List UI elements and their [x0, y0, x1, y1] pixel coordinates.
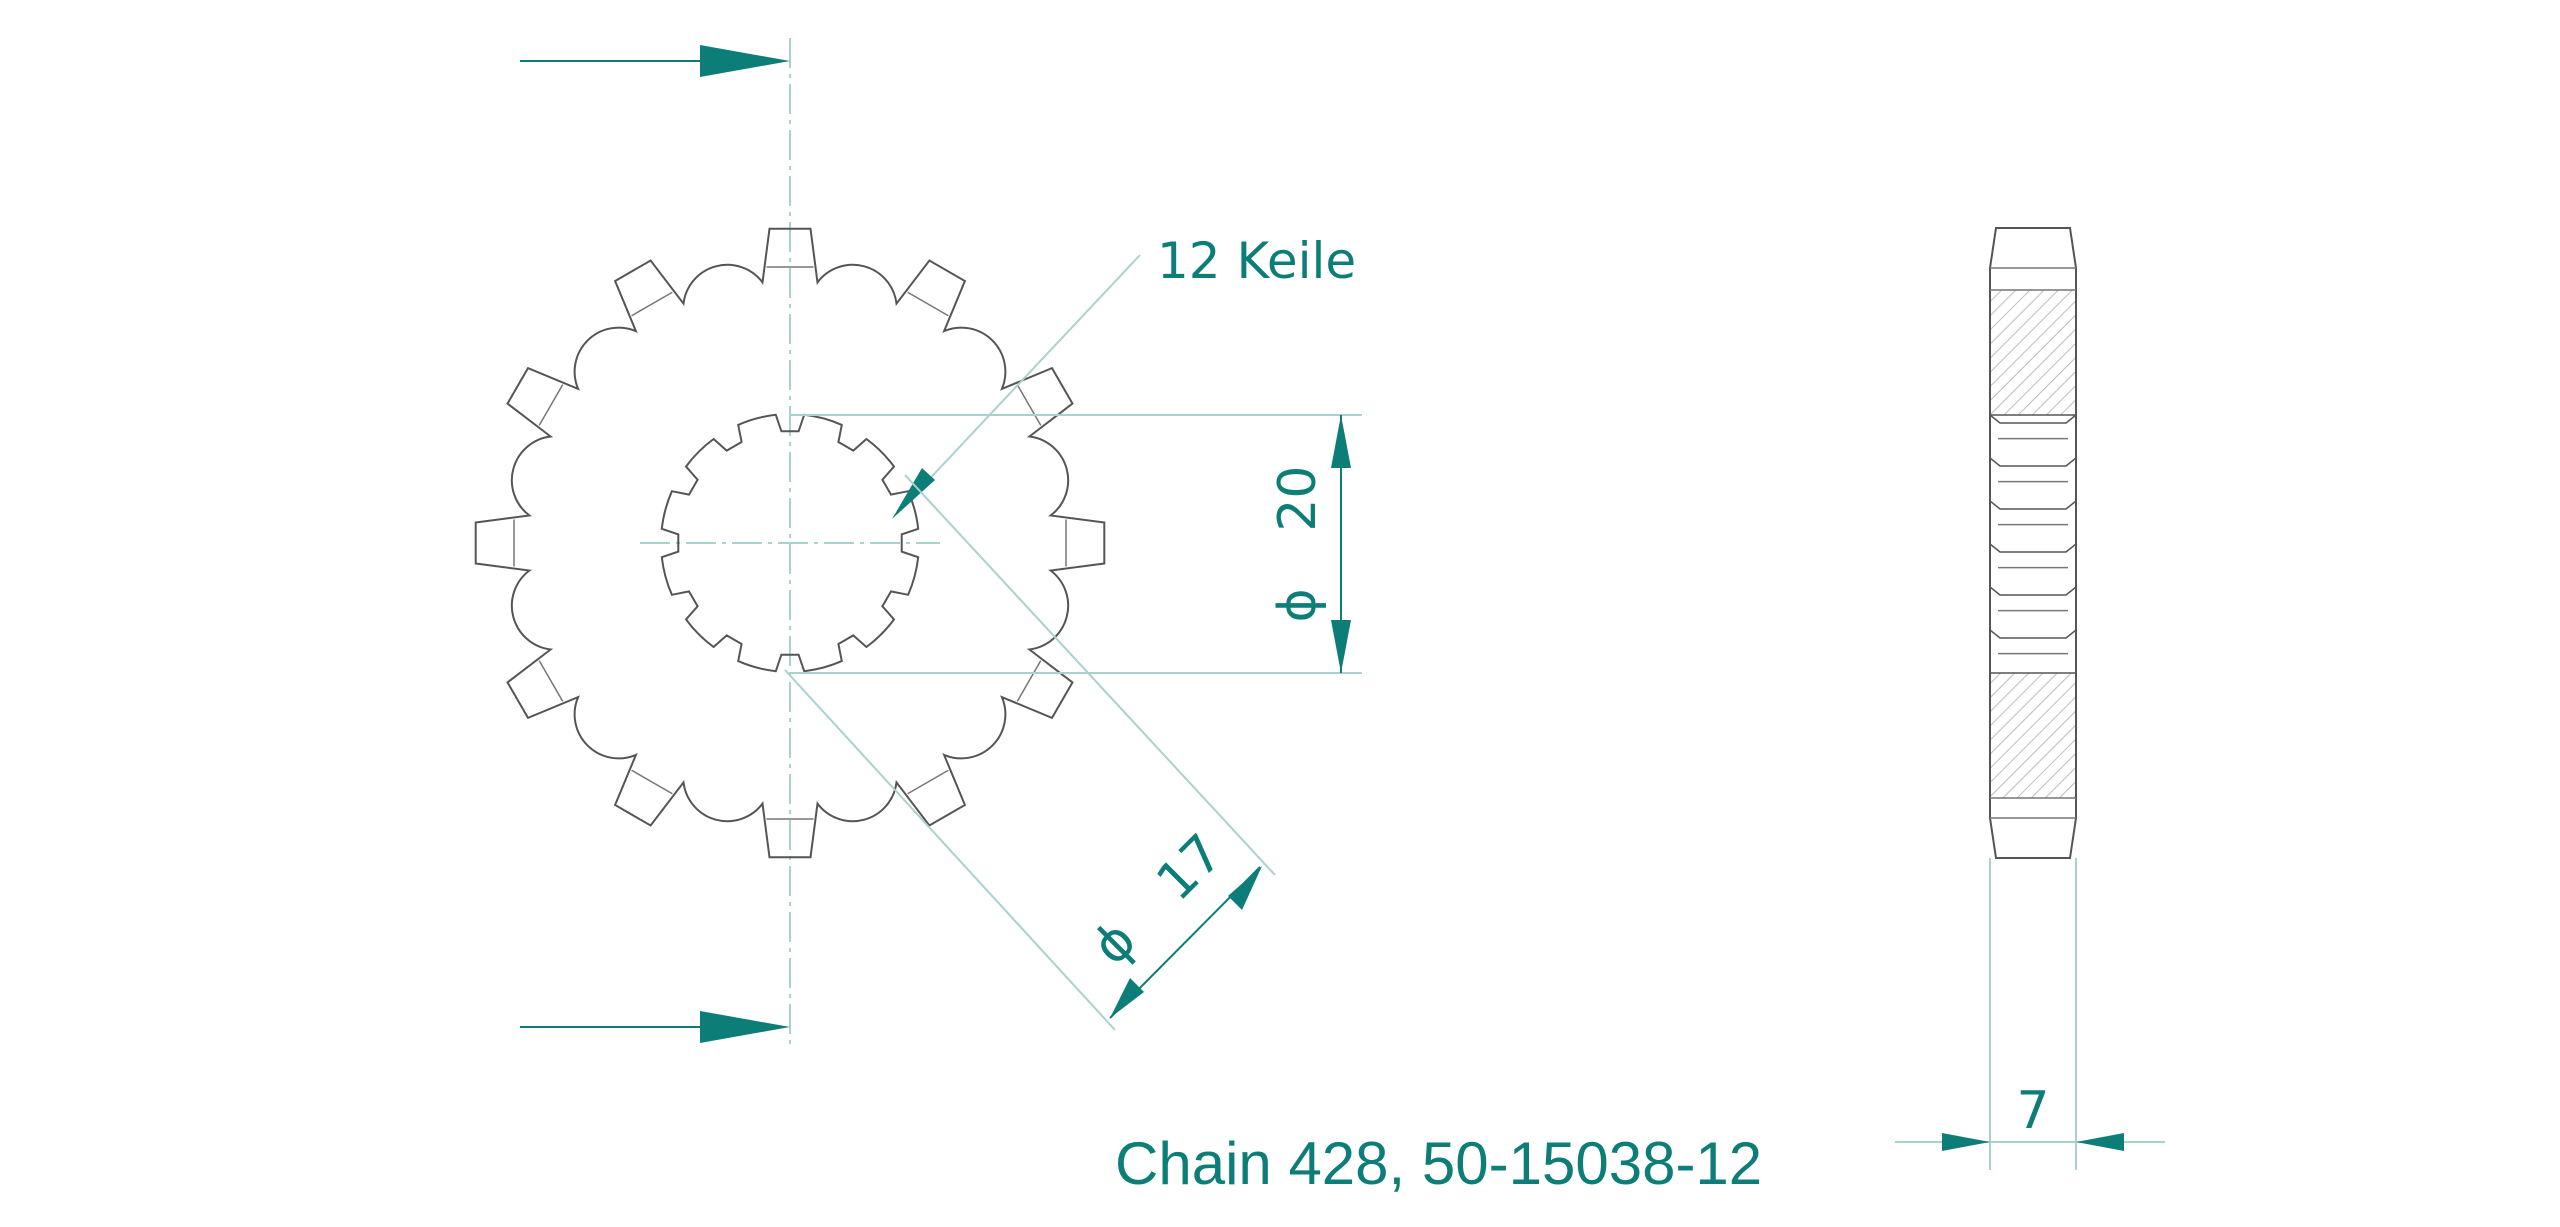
side-spline-groove	[1989, 414, 2077, 424]
spline-extension-upper	[904, 474, 1276, 876]
spline-dimension-arrow-lower	[1110, 978, 1144, 1018]
side-spline-grooves	[1989, 414, 2077, 674]
section-hatch-bottom	[1990, 673, 2076, 798]
width-dimension-arrow-left	[1942, 1133, 1990, 1151]
tooth-chamfer-line	[538, 660, 564, 702]
tooth-chamfer-line	[1016, 384, 1042, 426]
side-spline-groove	[1989, 586, 2077, 596]
bore-dimension-arrow-bottom	[1331, 620, 1351, 673]
section-arrow-bottom-head	[700, 1011, 790, 1043]
tooth-chamfer-line	[907, 291, 949, 317]
tooth-chamfer-line	[907, 769, 949, 795]
front-view: 12 Keile ϕ 20 ϕ 17	[474, 38, 1362, 1050]
bore-diameter-value: 20	[1268, 465, 1328, 531]
spline-diameter-value: 17	[1145, 823, 1234, 912]
splines-leader-line	[904, 254, 1141, 506]
svg-text:ϕ 20: ϕ 20	[1268, 465, 1328, 622]
splines-count-label: 12 Keile	[1157, 232, 1356, 290]
tooth-chamfer-line	[538, 384, 564, 426]
part-caption: Chain 428, 50-15038-12	[1115, 1130, 1762, 1197]
sprocket-outline	[474, 227, 1106, 859]
side-spline-groove	[1989, 543, 2077, 553]
side-spline-groove	[1989, 500, 2077, 510]
diameter-symbol: ϕ	[1081, 910, 1148, 977]
width-dimension-arrow-right	[2076, 1133, 2124, 1151]
side-spline-groove	[1989, 457, 2077, 467]
side-spline-groove	[1989, 629, 2077, 639]
spline-dimension-arrow-upper	[1228, 866, 1262, 910]
tooth-chamfer-line	[631, 291, 673, 317]
section-hatch-top	[1990, 290, 2076, 415]
spline-bore	[660, 413, 920, 673]
bore-dimension-arrow-top	[1331, 415, 1351, 468]
svg-text:ϕ 17: ϕ 17	[1081, 823, 1234, 976]
tooth-chamfer-line	[1016, 660, 1042, 702]
spline-diameter-label: ϕ 17	[1081, 823, 1234, 976]
spline-extension-lower	[784, 669, 1116, 1031]
splines-leader-arrow	[892, 468, 935, 519]
diameter-symbol: ϕ	[1268, 588, 1328, 622]
side-profile-outline	[1989, 227, 2077, 859]
tooth-chamfers	[513, 266, 1067, 820]
width-dimension-label: 7	[2016, 1081, 2049, 1141]
section-arrow-top-head	[700, 45, 790, 77]
tooth-chamfer-line	[631, 769, 673, 795]
bore-diameter-label: ϕ 20	[1268, 465, 1328, 622]
side-view: 7	[1895, 227, 2165, 1170]
